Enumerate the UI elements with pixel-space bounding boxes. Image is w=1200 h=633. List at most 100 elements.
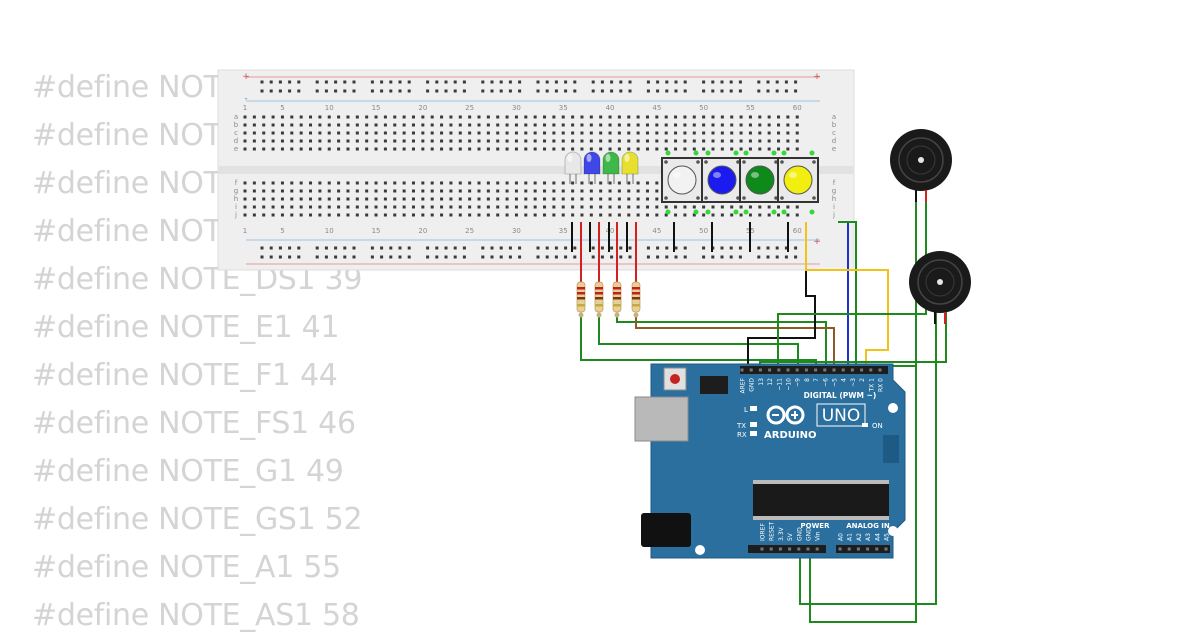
- digital-pin-label: 8: [804, 378, 811, 382]
- pushbutton-green[interactable]: [739, 150, 781, 215]
- analog-pin-label: A0: [838, 533, 845, 541]
- breadboard-holes: [243, 80, 799, 259]
- resistors[interactable]: [576, 281, 641, 318]
- rx-led: [750, 431, 757, 436]
- wire-brown: [635, 314, 835, 370]
- column-number: 60: [793, 104, 802, 112]
- column-number: 45: [652, 227, 661, 235]
- reset-button-cap: [670, 374, 680, 384]
- row-letter: h: [832, 195, 836, 203]
- breadboard[interactable]: + + + - 11551010151520202525303035354040…: [217, 69, 855, 271]
- resistor[interactable]: [612, 281, 622, 318]
- wire-green: [799, 310, 937, 605]
- pushbutton-white[interactable]: [661, 150, 703, 215]
- row-letter: b: [832, 121, 837, 129]
- row-letter: f: [235, 179, 238, 187]
- power-pin-label: 5V: [787, 532, 794, 541]
- digital-pin-label: AREF: [740, 377, 747, 393]
- l-led: [750, 406, 757, 411]
- digital-header: [740, 366, 888, 374]
- wire-green: [838, 221, 857, 370]
- rx-label: RX: [737, 431, 747, 439]
- leds: [564, 151, 639, 184]
- wire-green: [809, 366, 917, 623]
- breadboard-center-channel: [218, 166, 854, 174]
- column-number: 10: [325, 227, 334, 235]
- tx-led: [750, 422, 757, 427]
- column-number: 40: [606, 104, 615, 112]
- row-letter: j: [234, 211, 237, 219]
- wire-green: [759, 310, 947, 370]
- wire-black: [747, 232, 816, 370]
- chip-pins-top: [753, 480, 889, 484]
- analog-pin-label: A4: [874, 533, 881, 541]
- buzzer[interactable]: [890, 129, 952, 202]
- digital-pin-label: TX 1: [868, 378, 875, 393]
- power-pin-label: IOREF: [760, 523, 767, 541]
- digital-pin-label: 7: [813, 378, 820, 382]
- column-number: 25: [465, 104, 474, 112]
- power-jack: [641, 513, 691, 547]
- row-letter: c: [234, 129, 238, 137]
- pushbutton-yellow[interactable]: [777, 150, 819, 215]
- digital-pin-label: ~3: [850, 378, 857, 387]
- row-letter: j: [832, 211, 835, 219]
- buzzer-ring: [906, 145, 936, 175]
- column-number: 60: [793, 227, 802, 235]
- column-number: 35: [559, 227, 568, 235]
- column-number: 50: [699, 227, 708, 235]
- analog-pin-label: A1: [847, 533, 854, 541]
- on-led: [862, 423, 868, 427]
- column-number: 55: [746, 104, 755, 112]
- column-number: 1: [243, 227, 247, 235]
- power-pin-label: GND: [796, 527, 803, 541]
- digital-pin-label: ~6: [822, 378, 829, 387]
- resistor[interactable]: [576, 281, 586, 318]
- usb-port: [634, 396, 689, 442]
- led-yellow[interactable]: [621, 151, 639, 184]
- code-line: #define NOTE_FS1 46: [32, 406, 356, 441]
- code-line: #define NOTE_G1 49: [32, 454, 344, 489]
- arduino-model: UNO: [822, 406, 861, 426]
- led-blue[interactable]: [583, 151, 601, 184]
- row-letter: g: [234, 187, 238, 195]
- power-pin-label: RESET: [769, 521, 776, 541]
- column-number: 5: [280, 227, 284, 235]
- wire-green: [616, 314, 827, 370]
- row-letter: c: [832, 129, 836, 137]
- digital-pin-label: ~9: [795, 378, 802, 387]
- on-label: ON: [872, 422, 883, 430]
- digital-pin-label: RX 0: [878, 378, 885, 392]
- pushbutton-blue[interactable]: [701, 150, 743, 215]
- power-header-label: POWER: [801, 522, 831, 530]
- digital-pin-label: ~11: [776, 378, 783, 391]
- icsp2-header: [883, 435, 899, 463]
- led-white[interactable]: [564, 151, 582, 184]
- resistor[interactable]: [631, 281, 641, 318]
- row-letter: i: [235, 203, 237, 211]
- code-line: #define NOTE_A1 55: [32, 550, 341, 585]
- row-letter: f: [833, 179, 836, 187]
- buzzer[interactable]: [909, 251, 971, 324]
- column-number: 40: [606, 227, 615, 235]
- resistor[interactable]: [594, 281, 604, 318]
- row-letter: a: [832, 113, 836, 121]
- rail-plus-label: +: [813, 72, 821, 82]
- led-green[interactable]: [602, 151, 620, 184]
- digital-pin-label: ~5: [832, 378, 839, 387]
- buzzer-hole: [918, 157, 924, 163]
- column-number: 20: [418, 104, 427, 112]
- breadboard-column-numbers: 1155101015152020252530303535404045455050…: [243, 104, 802, 235]
- arduino-brand: ARDUINO: [764, 430, 816, 441]
- column-number: 15: [372, 104, 381, 112]
- row-letter: b: [234, 121, 239, 129]
- rail-plus-label: +: [242, 72, 250, 82]
- analog-header: [836, 545, 890, 553]
- digital-pin-label: 4: [841, 378, 848, 382]
- analog-pin-label: A2: [856, 533, 863, 541]
